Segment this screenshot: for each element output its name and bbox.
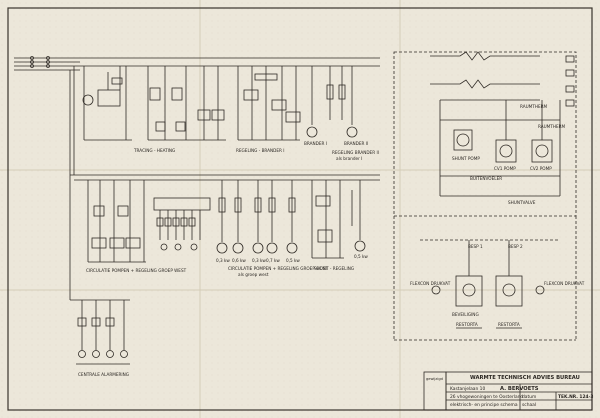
motor-rating: 0,5 kw	[354, 254, 368, 259]
title-drawing-number: TEK.NR. 124-3	[558, 394, 593, 400]
burner-motors	[306, 66, 358, 138]
label-burner-2-note: als brander I	[336, 156, 362, 161]
motor-rating: 0,6 kw	[232, 258, 246, 263]
label-shunt-control: SHUNT - REGELING	[314, 266, 354, 271]
label-room-thermostat: RAUMTHERM	[520, 104, 548, 109]
shunt-control-circuit	[311, 180, 366, 259]
title-block-frame	[423, 371, 593, 411]
hydraulic-principle-scheme	[393, 51, 577, 341]
label-room-thermostat-2: RAUMTHERM	[538, 124, 566, 129]
label-heater-1: BESP 1	[468, 244, 483, 249]
label-shunt-valve: SHUNTVALVE	[508, 200, 536, 205]
drawing-border	[7, 7, 593, 411]
burner-control-circuit	[237, 66, 301, 141]
pump-motors	[216, 180, 298, 254]
circulation-pumps-west-circuit	[87, 180, 211, 263]
label-overflow-right: RESTORTA	[498, 322, 520, 327]
motor-rating: 0,5 kw	[286, 258, 300, 263]
label-circulation-pumps-west: CIRCULATIE POMPEN + REGELING GROEP WEST	[86, 268, 187, 273]
title-scale-label: schaal	[522, 402, 536, 408]
title-drawing: elektrisch- en principe schema	[450, 402, 518, 408]
motor-rating: 0,3 kw	[252, 258, 266, 263]
label-circulation-note: als groep west	[238, 272, 269, 277]
motor-rating: 0,3 kw	[216, 258, 230, 263]
title-company: WARMTE TECHNISCH ADVIES BUREAU	[470, 375, 580, 381]
hydraulic-piping	[430, 51, 575, 329]
label-circulation-pumps-east: CIRCULATIE POMPEN + REGELING GROEP OOST	[228, 266, 328, 271]
label-burner-control: REGELING - BRANDER I	[236, 148, 285, 153]
label-flow-sensor-left: FLEXCON DRUKVAT	[410, 281, 451, 286]
label-burner-1: BRANDER I	[304, 141, 327, 146]
label-burner-2: BRANDER II	[344, 141, 368, 146]
label-burner-2-control: REGELING BRANDER II	[332, 150, 379, 155]
motor-rating: 0,7 kw	[266, 258, 280, 263]
label-cv-pump-1: CV1 POMP	[494, 166, 516, 171]
main-supply-bus	[14, 56, 380, 300]
title-revision: gewijzigd	[426, 377, 443, 381]
title-project: 26 vhogewoningen te Oosterland	[450, 394, 523, 400]
label-tracing-heating: TRACING - HEATING	[133, 148, 175, 153]
central-alarm-circuit	[70, 299, 130, 365]
label-overflow-left: RESTORTA	[456, 322, 478, 327]
label-cv-pump-2: CV2 POMP	[530, 166, 552, 171]
title-company2: A. BERVOETS	[500, 386, 539, 392]
group-supply-bus	[70, 174, 380, 181]
title-address: Kastanjelaan 10	[450, 386, 485, 392]
label-safety: BEVEILIGING	[452, 312, 479, 317]
label-central-alarm: CENTRALE ALARMERING	[78, 372, 129, 377]
tracing-heating-circuit	[82, 66, 226, 141]
label-flow-sensor-right: FLEXCON DRUKVAT	[544, 281, 585, 286]
label-shunt-pump: SHUNT POMP	[452, 156, 480, 161]
title-date-label: datum	[522, 394, 536, 400]
label-heater-2: BESP 2	[508, 244, 523, 249]
label-outside-sensor: BUITENVOELER	[470, 176, 502, 181]
